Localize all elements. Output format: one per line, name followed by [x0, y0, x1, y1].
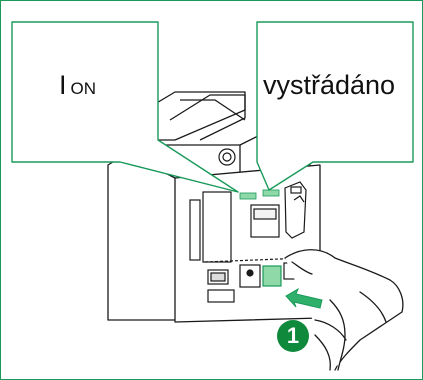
rotary-knob [218, 148, 236, 166]
callout-right-box [256, 21, 414, 191]
display-window [250, 204, 280, 238]
callout-left-sub: ON [70, 79, 97, 98]
indicator-leds [239, 189, 280, 200]
callout-left-box [11, 21, 239, 193]
left-panel [189, 191, 235, 303]
bottom-controls [204, 257, 306, 288]
hand-illustration [284, 249, 404, 371]
callout-left-main: I [59, 70, 67, 100]
push-arrow [285, 287, 323, 309]
step-number-badge: 1 [277, 320, 309, 352]
callout-right-label: vystřádáno [263, 70, 396, 100]
device-handle [284, 181, 307, 239]
